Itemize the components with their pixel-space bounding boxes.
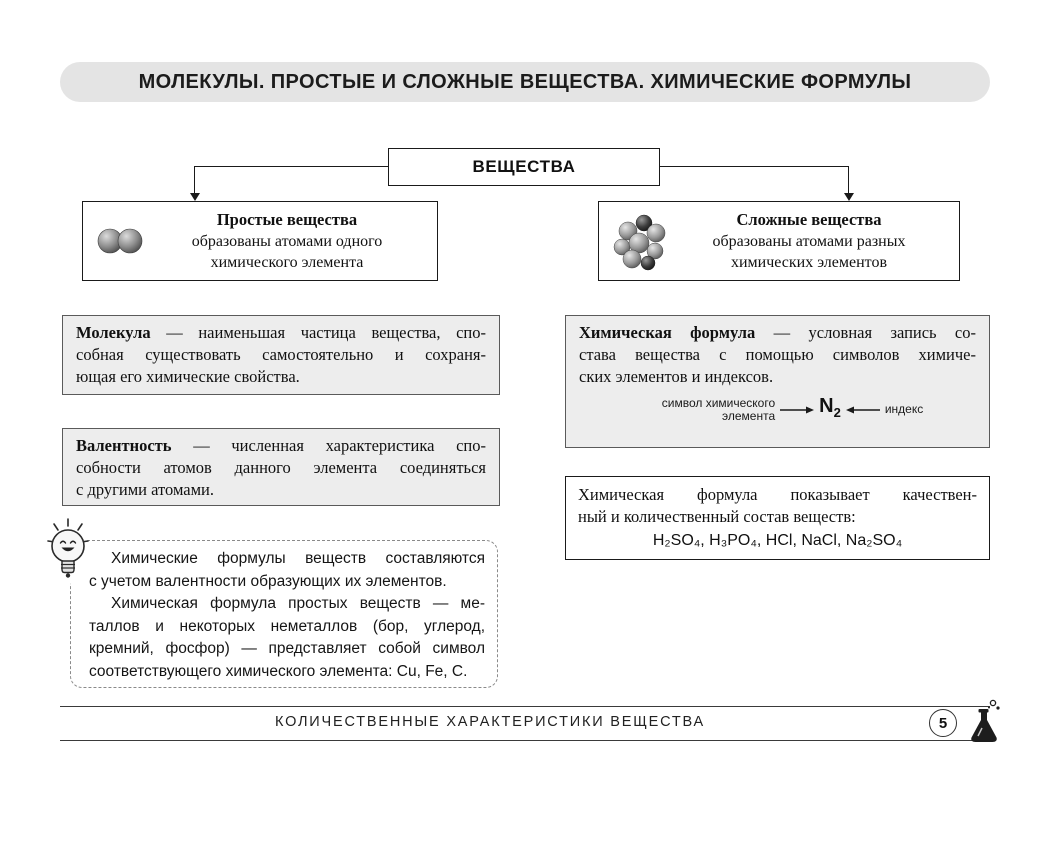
chemical-formula-definition-box: Химическая формула — условная запись со-… [565,315,990,448]
footer-rule-top [60,706,990,707]
arrow-left-icon [845,406,880,413]
simple-substances-title: Простые вещества [216,210,358,229]
arrow-right-icon [780,406,815,413]
element-symbol: N [819,395,834,417]
example-formulas: H₂SO₄, H₃PO₄, HCl, NaCl, Na₂SO₄ [652,532,903,549]
complex-substances-box: Сложные вещества образованы атомами разн… [598,201,960,281]
flask-icon [971,699,1000,742]
complex-substances-text: Сложные вещества образованы атомами разн… [669,209,949,273]
definition-term: Химическая формула [579,323,756,342]
definition-line: става вещества с помощью символов химиче… [579,345,976,364]
tip-line: кремний, фосфор) — представляет собой си… [89,640,485,657]
page-title-text: МОЛЕКУЛЫ. ПРОСТЫЕ И СЛОЖНЫЕ ВЕЩЕСТВА. ХИ… [138,70,912,93]
page-title: МОЛЕКУЛЫ. ПРОСТЫЕ И СЛОЖНЫЕ ВЕЩЕСТВА. ХИ… [60,62,990,102]
definition-line: ющая его химические свойства. [76,367,300,386]
simple-substances-box: Простые вещества образованы атомами одно… [82,201,438,281]
note-line: Химическая формула показывает качествен- [578,485,977,504]
complex-substances-title: Сложные вещества [736,210,882,229]
nitrogen-formula: N2 [819,396,841,423]
arrow-down-left-icon [190,193,200,201]
molecule-definition-box: Молекула — наименьшая частица вещества, … [62,315,500,395]
definition-line: с другими атомами. [76,480,214,499]
symbol-label-line1: символ химического [661,395,776,410]
connector-left-vertical [194,166,195,194]
footer-rule-bottom [60,740,990,741]
tip-line: Химические формулы веществ составляются [111,550,485,567]
tip-line: Химическая формула простых веществ — ме- [111,595,485,612]
definition-line: Молекула — наименьшая частица вещества, … [76,322,486,344]
definition-line: ских элементов и индексов. [579,367,774,386]
simple-substances-line1: образованы атомами одного [191,233,383,250]
definition-term: Молекула [76,323,151,342]
simple-substances-text: Простые вещества образованы атомами одно… [147,209,427,273]
page-number: 5 [938,714,948,732]
formula-annotation-diagram: символ химического элемента N2 индекс [579,396,976,423]
definition-text: — численная характеристика спо- [171,436,486,455]
footer-section-title: КОЛИЧЕСТВЕННЫЕ ХАРАКТЕРИСТИКИ ВЕЩЕСТВА [274,714,705,730]
tip-line: соответствующего химического элемента: C… [89,662,468,680]
page-number-badge: 5 [929,709,957,737]
definition-line: Валентность — численная характеристика с… [76,435,486,457]
definition-line: собная существовать самостоятельно и сох… [76,345,486,364]
tip-line: с учетом валентности образующих их элеме… [89,572,447,590]
connector-right-horizontal [659,166,849,167]
arrow-down-right-icon [844,193,854,201]
complex-substances-line2: химических элементов [730,254,888,271]
index-label: индекс [884,402,924,416]
connector-right-vertical [848,166,849,194]
definition-line: Химическая формула — условная запись со- [579,322,976,344]
valence-definition-box: Валентность — численная характеристика с… [62,428,500,506]
definition-text: — условная запись со- [755,323,977,342]
diatomic-molecule-icon [97,228,143,254]
flowchart-root-label: ВЕЩЕСТВА [472,157,576,176]
complex-molecule-icon [613,214,666,271]
lightbulb-mascot-icon [47,518,89,584]
flowchart-root-box: ВЕЩЕСТВА [388,148,660,186]
note-line: ный и количественный состав веществ: [578,507,856,526]
definition-term: Валентность [76,436,172,455]
tip-line: таллов и некоторых неметаллов (бор, угле… [89,617,485,635]
formula-note-box: Химическая формула показывает качествен-… [565,476,990,560]
connector-left-horizontal [195,166,389,167]
symbol-label-line2: элемента [722,408,776,423]
tip-box: Химические формулы веществ составляются … [70,540,498,688]
complex-substances-line1: образованы атомами разных [712,233,906,250]
symbol-label: символ химического элемента [661,395,776,423]
definition-line: собности атомов данного элемента соединя… [76,458,486,477]
definition-text: — наименьшая частица вещества, спо- [150,323,486,342]
element-index: 2 [833,405,841,420]
simple-substances-line2: химического элемента [210,254,364,271]
